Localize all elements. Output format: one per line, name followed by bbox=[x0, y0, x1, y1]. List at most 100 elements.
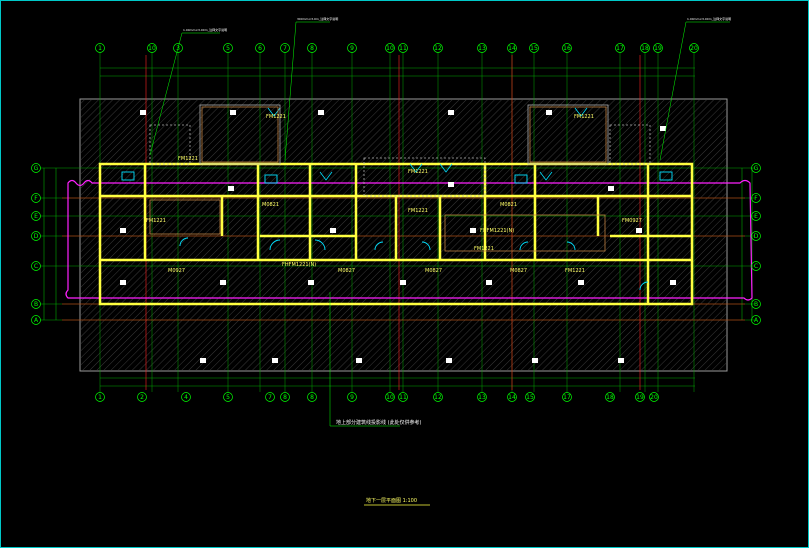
column-marker bbox=[230, 110, 236, 115]
axis-bottom-bubble bbox=[223, 392, 233, 402]
column-marker bbox=[308, 280, 314, 285]
axis-top-label: 18 bbox=[641, 45, 649, 52]
axis-top-label: 20 bbox=[690, 45, 698, 52]
column-marker bbox=[448, 110, 454, 115]
axis-left-label: D bbox=[34, 233, 39, 240]
axis-right-label: F bbox=[754, 195, 758, 202]
axis-top-bubble bbox=[562, 43, 572, 53]
axis-left-bubble bbox=[31, 299, 41, 309]
room-tag: M0827 bbox=[338, 268, 355, 274]
column-markers bbox=[120, 110, 676, 363]
axis-bottom-bubble bbox=[649, 392, 659, 402]
axis-top-bubble bbox=[347, 43, 357, 53]
room-tag: FM0927 bbox=[622, 218, 642, 224]
room-tag: FM1221 bbox=[474, 246, 494, 252]
note-top-left: 1.00mm×3.00m_注释文字说明 bbox=[183, 27, 227, 32]
room-tag: M0827 bbox=[510, 268, 527, 274]
axis-top-bubble bbox=[640, 43, 650, 53]
axis-left-bubble bbox=[31, 261, 41, 271]
axis-bottom-label: 10 bbox=[386, 394, 394, 401]
column-marker bbox=[578, 280, 584, 285]
axis-bottom-label: 9 bbox=[350, 394, 354, 401]
room-tag: FHFM1221(N) bbox=[480, 228, 514, 234]
room-tag: FHFM1221(N) bbox=[282, 262, 316, 268]
room-tag: FM1221 bbox=[565, 268, 585, 274]
axis-right-label: E bbox=[754, 213, 758, 220]
axis-top-bubble bbox=[95, 43, 105, 53]
column-marker bbox=[356, 358, 362, 363]
column-marker bbox=[228, 186, 234, 191]
room-tag: M0821 bbox=[262, 202, 279, 208]
axis-bottom-bubble bbox=[507, 392, 517, 402]
axis-bottom-label: 17 bbox=[563, 394, 571, 401]
axis-top-label: 11 bbox=[399, 45, 407, 52]
axis-right-bubble bbox=[751, 231, 761, 241]
axis-left-label: F bbox=[34, 195, 38, 202]
drawing-title: 地下一层平面图 1:100 bbox=[366, 497, 417, 504]
axis-right-bubble bbox=[751, 261, 761, 271]
note-bottom: 地上部分建筑线投影线 (此处仅供参考) bbox=[336, 419, 422, 426]
axis-bottom-bubble bbox=[280, 392, 290, 402]
axis-bottom-label: 18 bbox=[606, 394, 614, 401]
axis-left-label: C bbox=[34, 263, 38, 270]
axis-bottom-label: 8 bbox=[310, 394, 314, 401]
column-marker bbox=[140, 110, 146, 115]
column-marker bbox=[120, 280, 126, 285]
axis-top-label: 15 bbox=[530, 45, 538, 52]
axis-bottom-label: 8 bbox=[283, 394, 287, 401]
axis-top-label: 13 bbox=[478, 45, 486, 52]
axis-bottom-bubble bbox=[635, 392, 645, 402]
axis-top-bubble bbox=[385, 43, 395, 53]
axis-top-bubble bbox=[173, 43, 183, 53]
axis-bottom-bubble bbox=[307, 392, 317, 402]
axis-right-bubble bbox=[751, 193, 761, 203]
column-marker bbox=[318, 110, 324, 115]
axis-top-bubble bbox=[223, 43, 233, 53]
axis-top-label: 10 bbox=[386, 45, 394, 52]
door-swings bbox=[121, 171, 673, 291]
column-marker bbox=[636, 228, 642, 233]
axis-top-label: 19 bbox=[654, 45, 662, 52]
column-marker bbox=[448, 182, 454, 187]
axis-top-bubble bbox=[307, 43, 317, 53]
axis-top-label: 9 bbox=[350, 45, 354, 52]
axis-bottom-label: 4 bbox=[184, 394, 188, 401]
axis-bottom-bubble bbox=[525, 392, 535, 402]
column-marker bbox=[532, 358, 538, 363]
axis-left-label: E bbox=[34, 213, 38, 220]
axis-bottom-bubble bbox=[265, 392, 275, 402]
axis-top-label: 6 bbox=[258, 45, 262, 52]
axis-bottom-label: 5 bbox=[226, 394, 230, 401]
axis-right-label: B bbox=[754, 301, 758, 308]
annotation-leaders bbox=[149, 21, 730, 427]
axis-bottom-label: 19 bbox=[636, 394, 644, 401]
axis-bottom-bubble bbox=[181, 392, 191, 402]
room-tag: M0927 bbox=[168, 268, 185, 274]
axis-top-label: 8 bbox=[310, 45, 314, 52]
axis-bottom-label: 15 bbox=[526, 394, 534, 401]
axis-left-bubble bbox=[31, 163, 41, 173]
axis-top-label: 1 bbox=[98, 45, 102, 52]
axis-top-label: 7 bbox=[283, 45, 287, 52]
axis-top-bubble bbox=[507, 43, 517, 53]
axis-top-bubble bbox=[280, 43, 290, 53]
column-marker bbox=[120, 228, 126, 233]
column-marker bbox=[670, 280, 676, 285]
axis-bottom-label: 7 bbox=[268, 394, 272, 401]
axis-left-bubble bbox=[31, 231, 41, 241]
axis-left-bubble bbox=[31, 193, 41, 203]
column-marker bbox=[330, 228, 336, 233]
axis-bottom-bubble bbox=[95, 392, 105, 402]
axis-bottom-label: 12 bbox=[434, 394, 442, 401]
axis-top-label: 10 bbox=[148, 45, 156, 52]
axis-bottom-bubble bbox=[385, 392, 395, 402]
axis-top-label: 14 bbox=[508, 45, 516, 52]
axis-right-label: D bbox=[754, 233, 759, 240]
axis-bottom-bubble bbox=[398, 392, 408, 402]
column-marker bbox=[660, 126, 666, 131]
axis-right-label: C bbox=[754, 263, 758, 270]
